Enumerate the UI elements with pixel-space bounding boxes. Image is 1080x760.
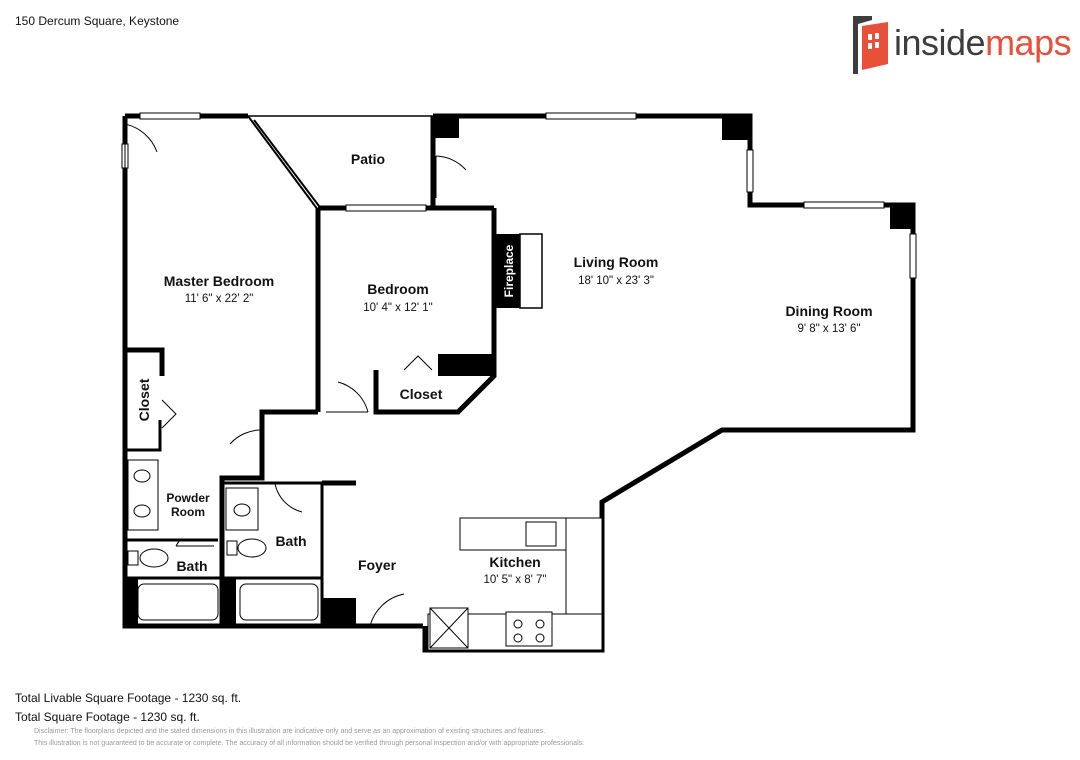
room-name-powder-room-line2: Room bbox=[171, 505, 205, 519]
room-name-bath-right: Bath bbox=[275, 533, 306, 549]
logo-wordmark: insidemaps bbox=[894, 22, 1072, 64]
disclaimer-line-2: This illustration is not guaranteed to b… bbox=[34, 740, 585, 747]
room-name-fireplace: Fireplace bbox=[502, 244, 516, 297]
total-square-footage: Total Square Footage - 1230 sq. ft. bbox=[15, 710, 200, 724]
logo-word-maps: maps bbox=[985, 22, 1072, 63]
room-name-powder-room-line1: Powder bbox=[166, 491, 210, 505]
door-logo-icon bbox=[853, 16, 888, 74]
room-name-master-bedroom: Master Bedroom bbox=[164, 273, 274, 289]
room-dims-bedroom: 10' 4" x 12' 1" bbox=[363, 302, 432, 314]
disclaimer-line-1: Disclaimer: The floorplans depicted and … bbox=[34, 728, 546, 735]
doors bbox=[124, 123, 467, 627]
room-name-bedroom: Bedroom bbox=[367, 281, 428, 297]
room-dims-living-room: 18' 10" x 23' 3" bbox=[578, 275, 654, 287]
room-name-patio: Patio bbox=[351, 151, 385, 167]
room-dims-dining-room: 9' 8" x 13' 6" bbox=[797, 323, 860, 335]
fixtures bbox=[127, 459, 603, 651]
room-dims-master-bedroom: 11' 6" x 22' 2" bbox=[185, 293, 254, 305]
room-name-bath-left: Bath bbox=[176, 558, 207, 574]
room-dims-kitchen: 10' 5" x 8' 7" bbox=[483, 574, 546, 586]
room-name-closet-master: Closet bbox=[136, 378, 152, 421]
room-name-foyer: Foyer bbox=[358, 557, 397, 573]
address: 150 Dercum Square, Keystone bbox=[15, 14, 180, 28]
structural-columns bbox=[124, 116, 914, 626]
room-name-closet-bedroom: Closet bbox=[400, 386, 443, 402]
room-name-dining-room: Dining Room bbox=[785, 303, 872, 319]
livable-square-footage: Total Livable Square Footage - 1230 sq. … bbox=[15, 691, 242, 705]
room-name-living-room: Living Room bbox=[574, 254, 659, 270]
insidemaps-logo: insidemaps bbox=[850, 12, 1072, 78]
logo-word-inside: inside bbox=[894, 22, 986, 63]
room-name-kitchen: Kitchen bbox=[489, 554, 540, 570]
fireplace bbox=[519, 233, 543, 309]
